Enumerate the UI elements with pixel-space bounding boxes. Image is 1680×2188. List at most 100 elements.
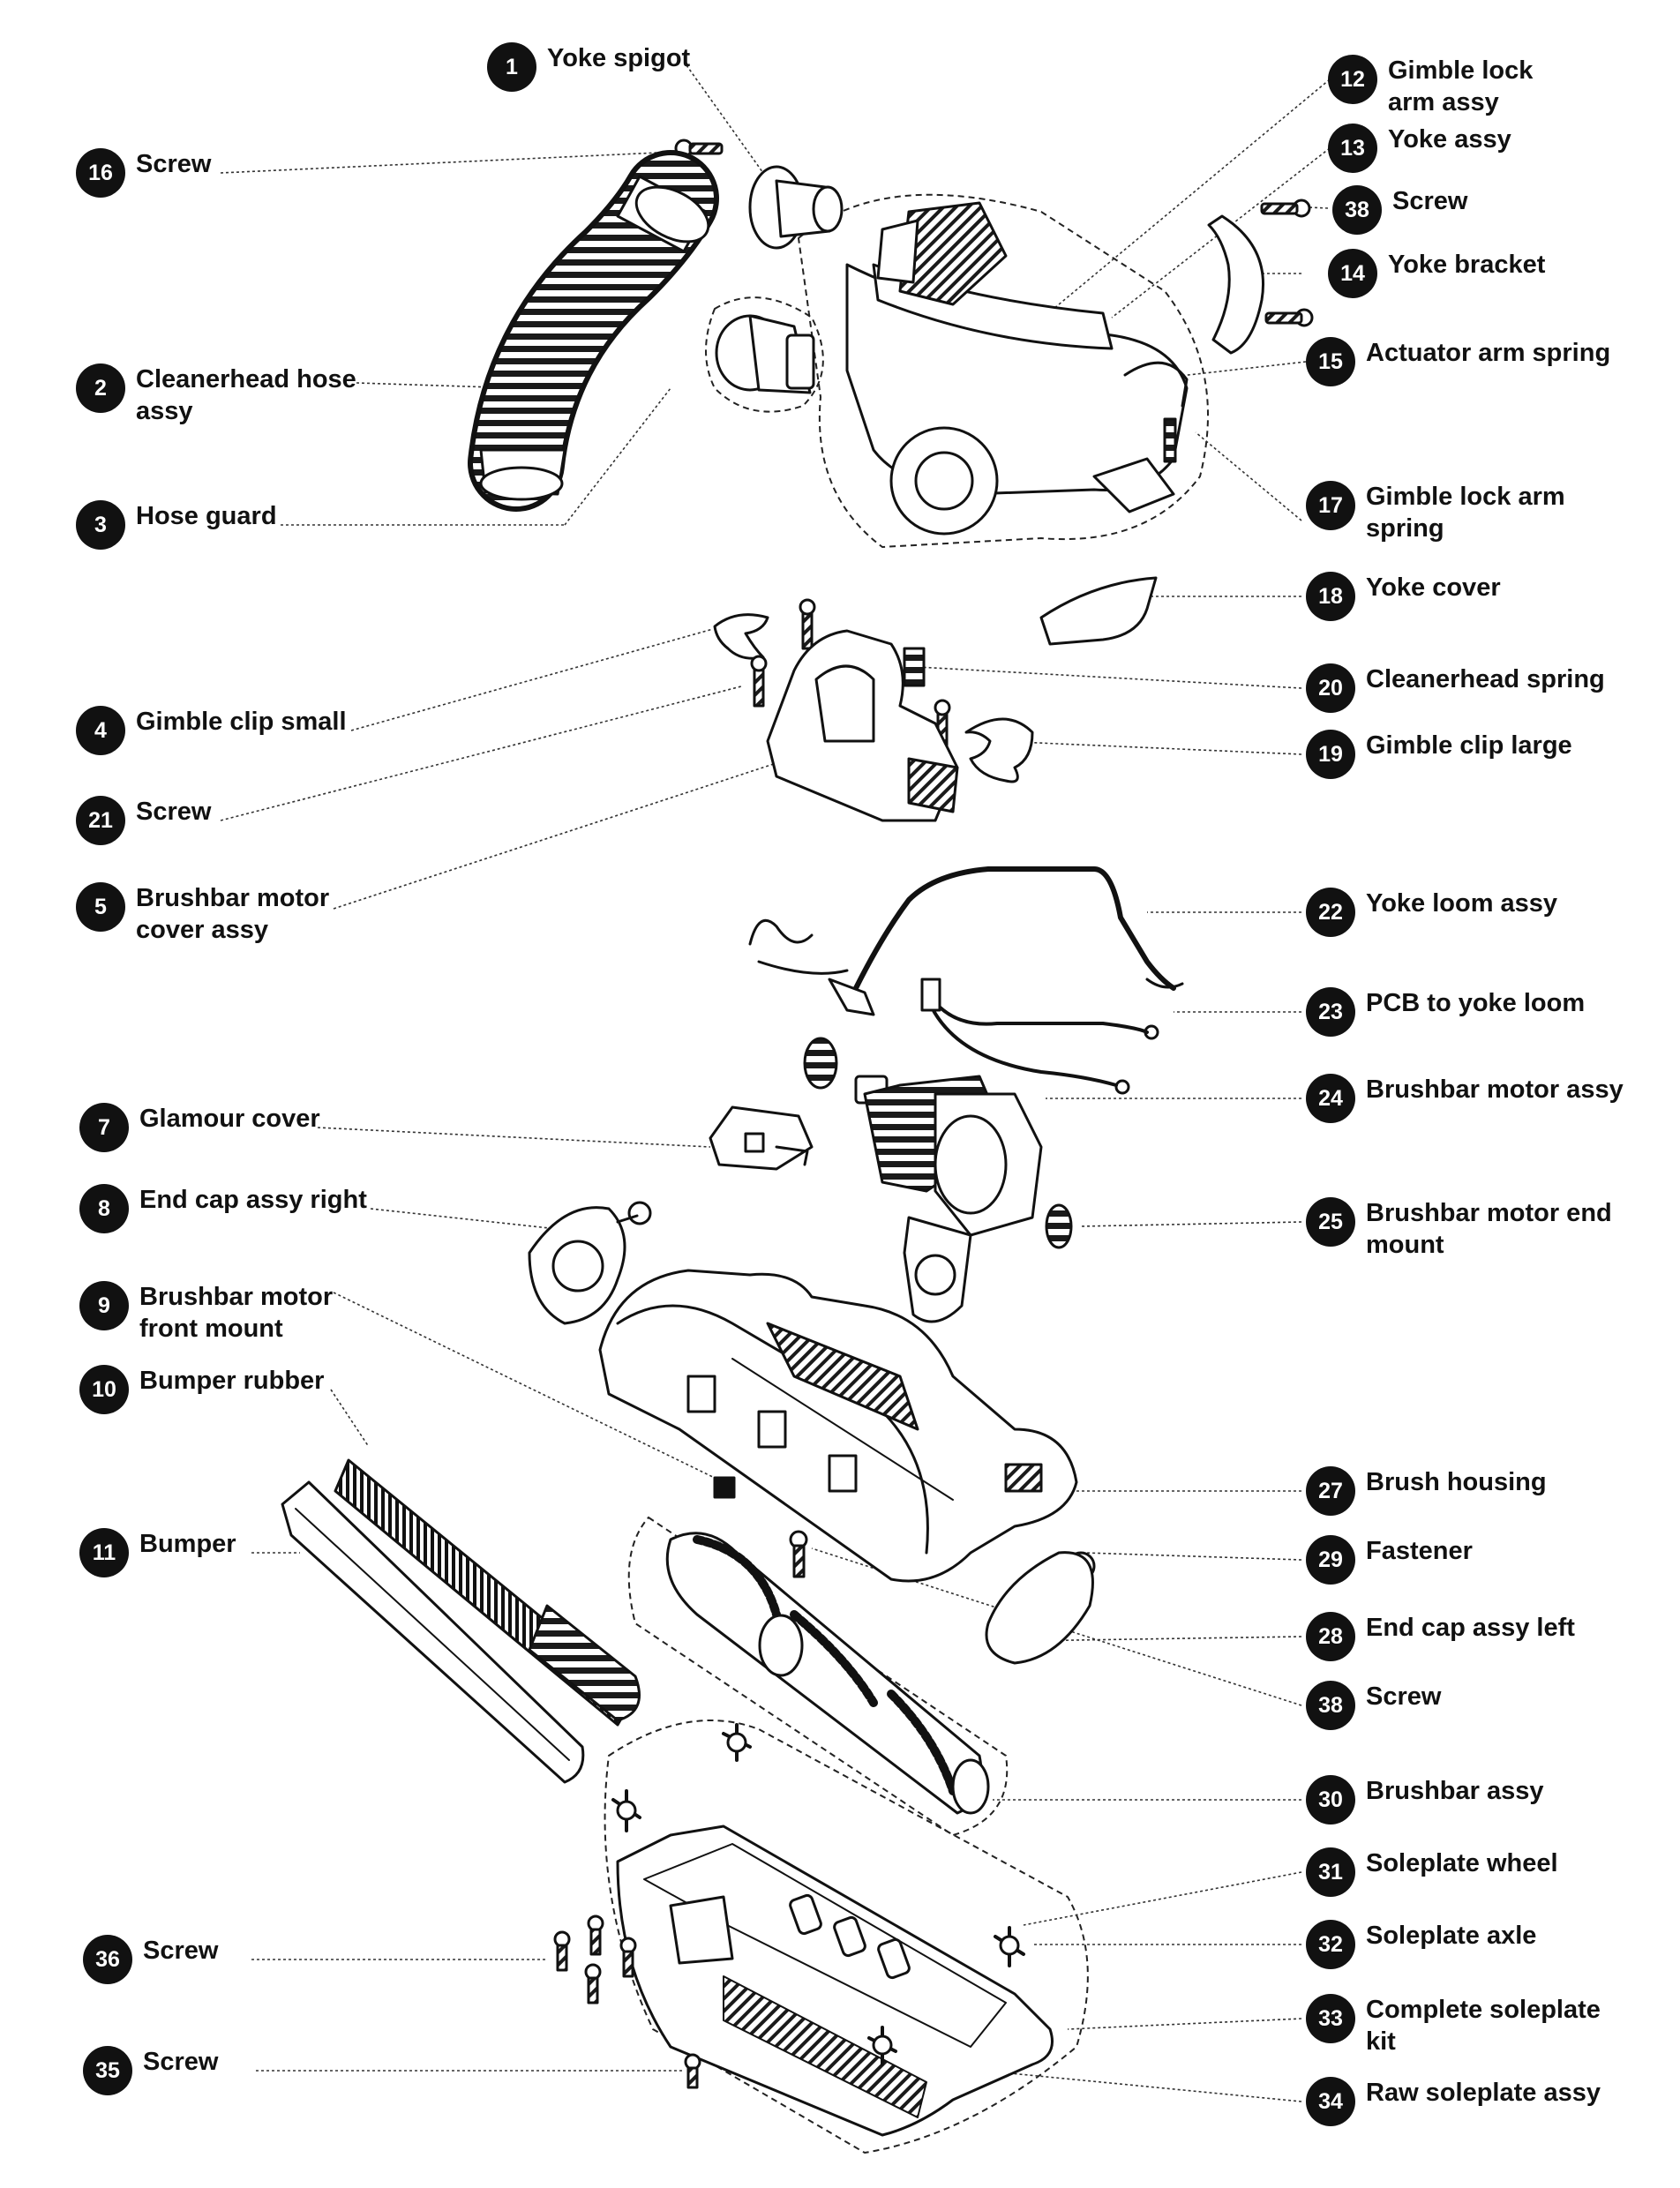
leader-lines — [220, 64, 1331, 2102]
callout-label: Yoke assy — [1388, 125, 1511, 154]
callout-label: Bumper — [139, 1530, 236, 1558]
callout-number: 36 — [83, 1935, 132, 1984]
hose-guard-outline — [705, 296, 824, 413]
callout-number: 34 — [1306, 2077, 1355, 2126]
part-screws-36 — [553, 1914, 637, 2004]
part-brushbar-motor-cover — [766, 629, 959, 822]
part-screw-38-lower — [789, 1530, 808, 1578]
callout-label: Brushbar motor cover assy — [136, 884, 330, 944]
part-brushbar-motor-front-mount — [713, 1476, 736, 1499]
callout-number: 4 — [76, 706, 125, 755]
callout-label: Actuator arm spring — [1366, 339, 1611, 367]
part-bumper-rubber — [334, 1458, 641, 1727]
parts — [281, 139, 1314, 2137]
callout-label: Screw — [136, 150, 212, 178]
callout-label: Bumper rubber — [139, 1367, 325, 1395]
callout-number: 8 — [79, 1184, 129, 1233]
callout-number: 12 — [1328, 55, 1377, 104]
callout-yoke-assy: 13 Yoke assy — [1328, 124, 1511, 173]
callout-label: Raw soleplate assy — [1366, 2079, 1601, 2107]
callout-actuator-arm-spring: 15 Actuator arm spring — [1306, 337, 1610, 386]
callout-label: Gimble lock arm assy — [1388, 56, 1534, 116]
callout-bumper: 11 Bumper — [79, 1528, 236, 1577]
callout-number: 22 — [1306, 888, 1355, 937]
part-cleanerhead-spring — [903, 647, 926, 687]
part-screw-35 — [684, 2053, 701, 2089]
part-soleplate-wheels-axles — [611, 1723, 1025, 2066]
callout-number: 9 — [79, 1281, 129, 1330]
callout-label: Brush housing — [1366, 1468, 1547, 1496]
part-end-cap-right — [528, 1201, 652, 1325]
callout-number: 38 — [1306, 1681, 1355, 1730]
callout-label: Yoke cover — [1366, 573, 1501, 602]
callout-label: Yoke bracket — [1388, 251, 1546, 279]
callout-label: End cap assy right — [139, 1186, 367, 1214]
part-end-cap-left — [985, 1551, 1094, 1665]
callout-number: 15 — [1306, 337, 1355, 386]
callout-label: Cleanerhead hose assy — [136, 365, 356, 425]
callout-number: 14 — [1328, 249, 1377, 298]
callout-screw-36: 36 Screw — [83, 1935, 218, 1984]
callout-label: Soleplate wheel — [1366, 1849, 1558, 1877]
callout-number: 30 — [1306, 1775, 1355, 1825]
callout-label: Yoke spigot — [547, 44, 691, 72]
part-soleplate — [616, 1825, 1054, 2137]
soleplate-outline — [604, 1720, 1089, 2154]
part-cleanerhead-hose — [468, 150, 719, 512]
callout-raw-soleplate-assy: 34 Raw soleplate assy — [1306, 2077, 1601, 2126]
callout-label: Screw — [1392, 187, 1468, 215]
callout-label: Gimble lock arm spring — [1366, 483, 1565, 543]
callout-label: Screw — [143, 1937, 219, 1965]
callout-end-cap-assy-right: 8 End cap assy right — [79, 1184, 367, 1233]
part-gimble-lock-arm-spring — [1163, 417, 1177, 463]
callout-yoke-cover: 18 Yoke cover — [1306, 572, 1501, 621]
part-screw-38-top — [1260, 199, 1311, 218]
callout-yoke-bracket: 14 Yoke bracket — [1328, 249, 1545, 298]
callout-label: Fastener — [1366, 1537, 1473, 1565]
part-yoke-assy — [845, 201, 1189, 536]
callout-number: 5 — [76, 882, 125, 932]
callout-number: 13 — [1328, 124, 1377, 173]
part-bumper — [281, 1480, 585, 1784]
callout-number: 16 — [76, 148, 125, 198]
callout-number: 25 — [1306, 1197, 1355, 1247]
brushbar-outline — [627, 1516, 1009, 1837]
callout-number: 18 — [1306, 572, 1355, 621]
part-gimble-clip-large — [964, 717, 1034, 783]
callout-label: Screw — [143, 2048, 219, 2076]
callout-label: Glamour cover — [139, 1105, 320, 1133]
callout-label: Screw — [136, 798, 212, 826]
callout-number: 2 — [76, 363, 125, 413]
part-yoke-spigot — [748, 165, 844, 250]
part-brushbar-motor — [803, 1037, 1043, 1323]
callout-number: 17 — [1306, 481, 1355, 530]
callout-number: 11 — [79, 1528, 129, 1577]
callout-number: 1 — [487, 42, 536, 92]
callout-label: Brushbar motor end mount — [1366, 1199, 1612, 1259]
callout-label: PCB to yoke loom — [1366, 989, 1586, 1017]
part-gimble-clip-small — [713, 613, 769, 660]
part-yoke-loom — [748, 866, 1184, 1016]
callout-number: 29 — [1306, 1535, 1355, 1585]
callout-number: 19 — [1306, 730, 1355, 779]
callout-number: 3 — [76, 500, 125, 550]
